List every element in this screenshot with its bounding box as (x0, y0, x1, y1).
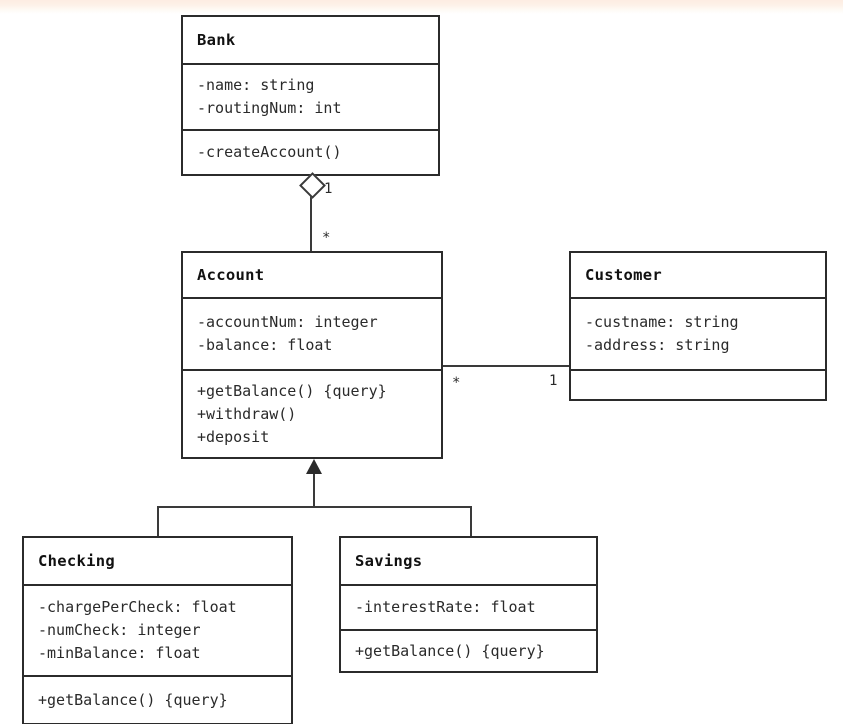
operation-row: +deposit (197, 427, 270, 446)
class-account-operations-compartment: +getBalance() {query} +withdraw() +depos… (183, 369, 441, 457)
generalization-stem (313, 474, 315, 507)
class-box-customer[interactable]: Customer -custname: string -address: str… (569, 251, 827, 401)
generalization-fork-bar (157, 506, 472, 508)
multiplicity-account-customer-from: * (452, 375, 461, 391)
class-savings-operations-compartment: +getBalance() {query} (341, 629, 596, 671)
class-box-checking[interactable]: Checking -chargePerCheck: float -numChec… (22, 536, 293, 724)
attribute-row: -address: string (585, 336, 730, 354)
attribute-row: -chargePerCheck: float (38, 598, 237, 616)
class-name-checking: Checking (38, 552, 116, 570)
operation-row: +getBalance() {query} (355, 641, 545, 660)
class-checking-name-compartment: Checking (24, 538, 291, 584)
class-name-customer: Customer (585, 266, 663, 284)
association-line-account-customer (443, 365, 569, 367)
class-name-savings: Savings (355, 552, 423, 570)
class-bank-attributes-compartment: -name: string -routingNum: int (183, 63, 438, 129)
class-name-bank: Bank (197, 31, 236, 49)
operation-row: -createAccount() (197, 143, 342, 161)
aggregation-line-bank-account (310, 190, 312, 251)
attribute-row: -balance: float (197, 336, 333, 354)
attribute-row: -name: string (197, 76, 315, 94)
class-account-name-compartment: Account (183, 253, 441, 297)
attribute-row: -interestRate: float (355, 598, 536, 616)
class-checking-operations-compartment: +getBalance() {query} (24, 675, 291, 723)
class-customer-name-compartment: Customer (571, 253, 825, 297)
class-bank-name-compartment: Bank (183, 17, 438, 63)
class-customer-attributes-compartment: -custname: string -address: string (571, 297, 825, 369)
class-customer-operations-compartment (571, 369, 825, 399)
class-bank-operations-compartment: -createAccount() (183, 129, 438, 174)
generalization-branch-savings (470, 506, 472, 536)
class-savings-attributes-compartment: -interestRate: float (341, 584, 596, 629)
operation-row: +withdraw() (197, 404, 297, 423)
generalization-arrowhead-account (306, 459, 322, 474)
class-savings-name-compartment: Savings (341, 538, 596, 584)
generalization-branch-checking (157, 506, 159, 536)
class-account-attributes-compartment: -accountNum: integer -balance: float (183, 297, 441, 369)
operation-row: +getBalance() {query} (38, 690, 228, 709)
top-gradient-band (0, 0, 843, 14)
multiplicity-bank-end: 1 (324, 181, 333, 197)
attribute-row: -minBalance: float (38, 644, 201, 662)
class-box-bank[interactable]: Bank -name: string -routingNum: int -cre… (181, 15, 440, 176)
class-name-account: Account (197, 266, 265, 284)
aggregation-diamond-bank-end (299, 172, 326, 199)
class-box-savings[interactable]: Savings -interestRate: float +getBalance… (339, 536, 598, 673)
class-checking-attributes-compartment: -chargePerCheck: float -numCheck: intege… (24, 584, 291, 675)
class-box-account[interactable]: Account -accountNum: integer -balance: f… (181, 251, 443, 459)
attribute-row: -custname: string (585, 313, 739, 331)
attribute-row: -routingNum: int (197, 99, 342, 117)
attribute-row: -accountNum: integer (197, 313, 378, 331)
multiplicity-account-end: * (322, 230, 331, 246)
attribute-row: -numCheck: integer (38, 621, 201, 639)
operation-row: +getBalance() {query} (197, 381, 387, 400)
multiplicity-account-customer-to: 1 (549, 373, 558, 389)
